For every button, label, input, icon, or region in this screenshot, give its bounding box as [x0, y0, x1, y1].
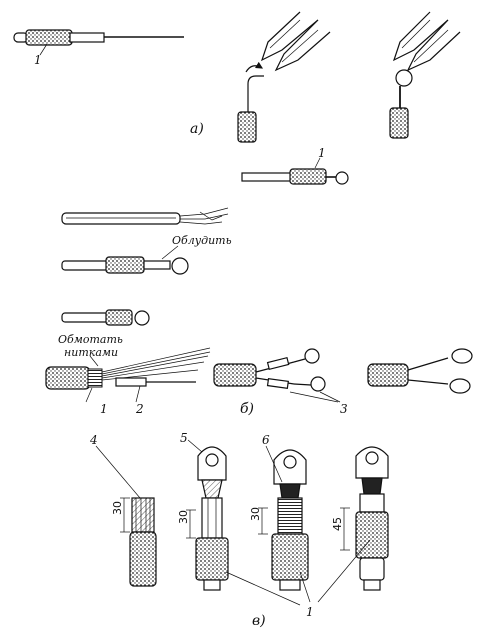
note-tin: Облудить [172, 234, 232, 247]
callout-1-c: 1 [306, 605, 314, 619]
wire-short-ring [61, 309, 150, 326]
callout-1-b: 1 [100, 402, 108, 416]
wire-two-rings-folded [367, 348, 473, 394]
pliers-ring [389, 11, 461, 139]
dim-30-c: 30 [249, 507, 262, 521]
callout-2-b: 2 [135, 402, 144, 416]
section-b: Облудить Обмотать нитками 1 2 [45, 207, 473, 417]
pliers-bending [237, 11, 331, 143]
lug-long-wrap [355, 446, 389, 591]
section-label-a: а) [190, 121, 204, 137]
section-label-b: б) [240, 401, 254, 417]
callout-1-ring: 1 [318, 146, 326, 160]
note-wrap-line1: Обмотать [58, 333, 123, 346]
callout-4: 4 [89, 433, 98, 447]
section-a: 1 а) 1 [13, 11, 461, 185]
section-c: 4 30 5 30 6 [89, 431, 389, 629]
lug-coiled [271, 449, 309, 591]
lug-empty [195, 446, 229, 591]
cable-frayed [61, 207, 229, 225]
dim-30-a: 30 [111, 501, 124, 515]
callout-5: 5 [180, 431, 188, 445]
callout-3-b: 3 [340, 402, 348, 416]
note-wrap-line2: нитками [64, 346, 118, 359]
wire-two-rings [213, 348, 326, 392]
lug-strands [129, 497, 157, 587]
section-label-c: в) [252, 613, 266, 629]
dim-45: 45 [331, 517, 344, 531]
dim-30-b: 30 [177, 510, 190, 524]
callout-6: 6 [262, 433, 270, 447]
wire-straight [13, 29, 184, 46]
callout-1-top: 1 [34, 53, 42, 67]
wire-wrap-thread [45, 347, 211, 390]
wire-tinned [61, 256, 189, 275]
wire-with-ring [241, 168, 349, 185]
